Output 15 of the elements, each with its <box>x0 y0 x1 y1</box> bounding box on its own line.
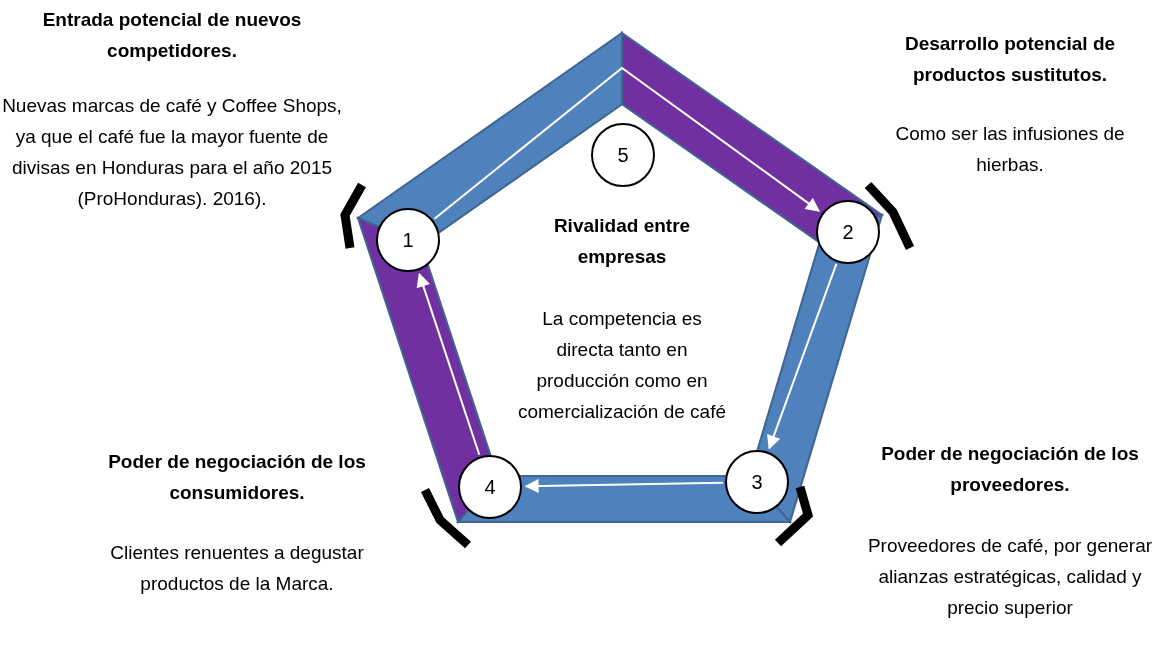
description-text: Proveedores de café, por generar alianzas estratégicas, calidad y precio superior <box>866 534 1154 620</box>
heading: Poder de negociación de los proveedores. <box>880 442 1140 497</box>
heading: Poder de negociación de los consumidores. <box>107 450 367 505</box>
description-text: Clientes renuentes a degustar productos de la Marca. <box>109 541 365 596</box>
heading: Rivalidad entre empresas <box>552 214 692 269</box>
arrow <box>767 262 838 450</box>
arrow <box>416 272 481 456</box>
description-text: Como ser las infusiones de hierbas. <box>894 122 1126 177</box>
number-circle: 5 <box>591 123 655 187</box>
heading: Entrada potencial de nuevos competidores. <box>41 8 303 63</box>
heading: Desarrollo potencial de productos sustitutos. <box>903 32 1117 87</box>
description-text: La competencia es directa tanto en producción como en comercialización de café <box>516 307 727 424</box>
arrow <box>433 66 820 220</box>
arrow <box>524 479 724 494</box>
description-text: Nuevas marcas de café y Coffee Shops, ya que el café fue la mayor fuente de divisas en Honduras para el año 2015 (ProHonduras). 2016). <box>2 94 342 211</box>
